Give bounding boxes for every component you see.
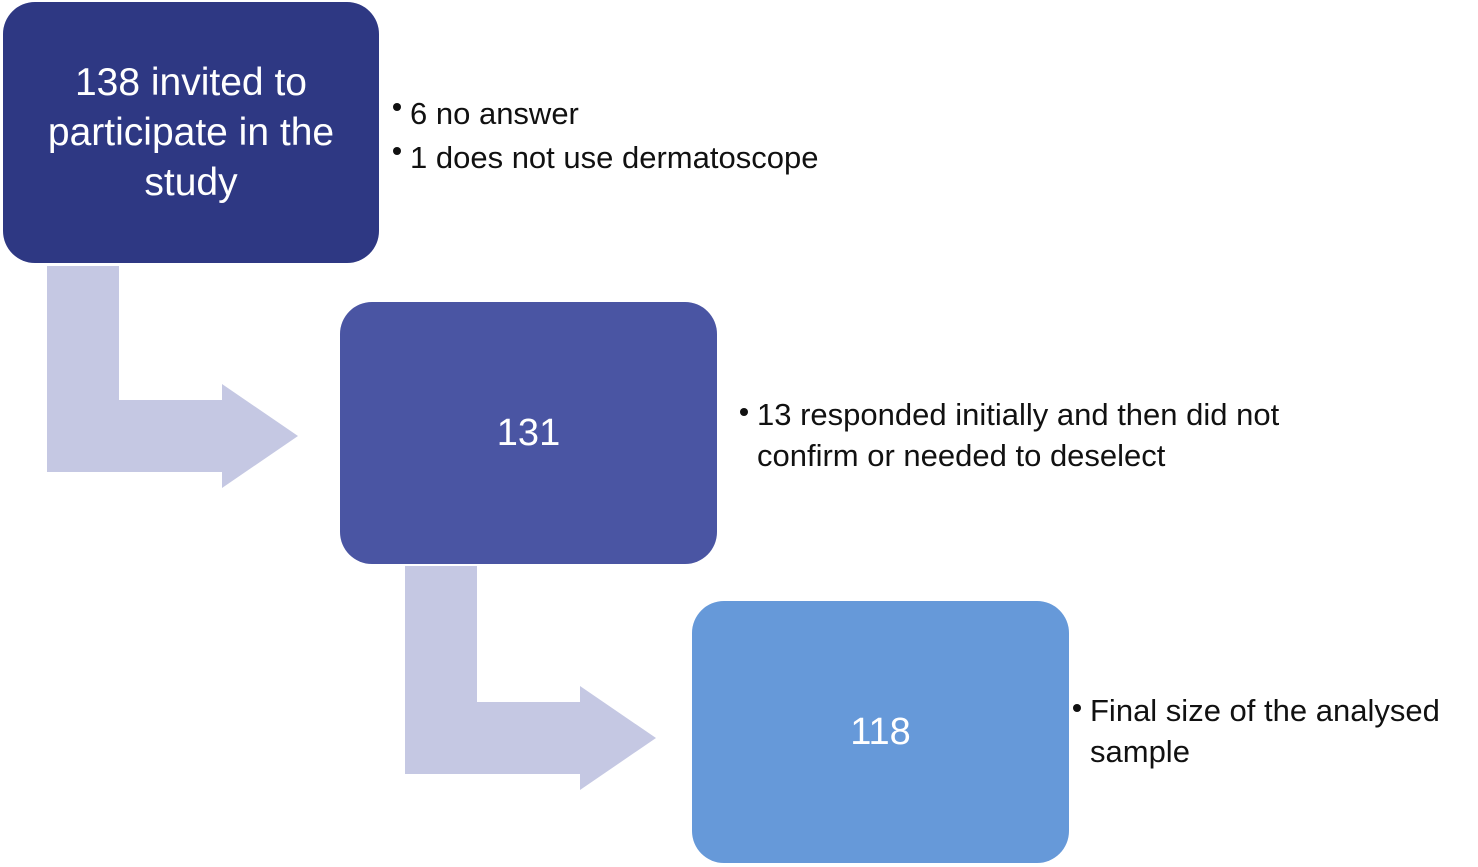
bent-arrow-1 <box>47 266 298 488</box>
note-item: 13 responded initially and then did not … <box>740 394 1357 476</box>
step-box-invited: 138 invited to participate in the study <box>3 2 379 263</box>
step-notes-invited: 6 no answer 1 does not use dermatoscope <box>393 92 818 180</box>
note-text: 13 responded initially and then did not … <box>757 397 1280 473</box>
bullet-icon <box>393 103 401 111</box>
note-text: Final size of the analysed sample <box>1090 693 1440 769</box>
bullet-icon <box>1073 704 1081 712</box>
step-notes-responded: 13 responded initially and then did not … <box>740 394 1357 476</box>
bent-arrow-2 <box>405 566 656 790</box>
step-box-label: 131 <box>496 411 561 454</box>
step-box-final: 118 <box>692 601 1069 863</box>
step-notes-final: Final size of the analysed sample <box>1073 690 1478 772</box>
note-item: 6 no answer <box>393 92 818 136</box>
note-text: 6 no answer <box>410 96 579 131</box>
step-box-label: 118 <box>850 710 911 753</box>
step-box-label: 138 invited to participate in the study <box>47 60 335 204</box>
bullet-icon <box>393 147 401 155</box>
note-item: Final size of the analysed sample <box>1073 690 1478 772</box>
note-item: 1 does not use dermatoscope <box>393 136 818 180</box>
step-box-responded: 131 <box>340 302 717 564</box>
bullet-icon <box>740 408 748 416</box>
note-text: 1 does not use dermatoscope <box>410 140 819 175</box>
